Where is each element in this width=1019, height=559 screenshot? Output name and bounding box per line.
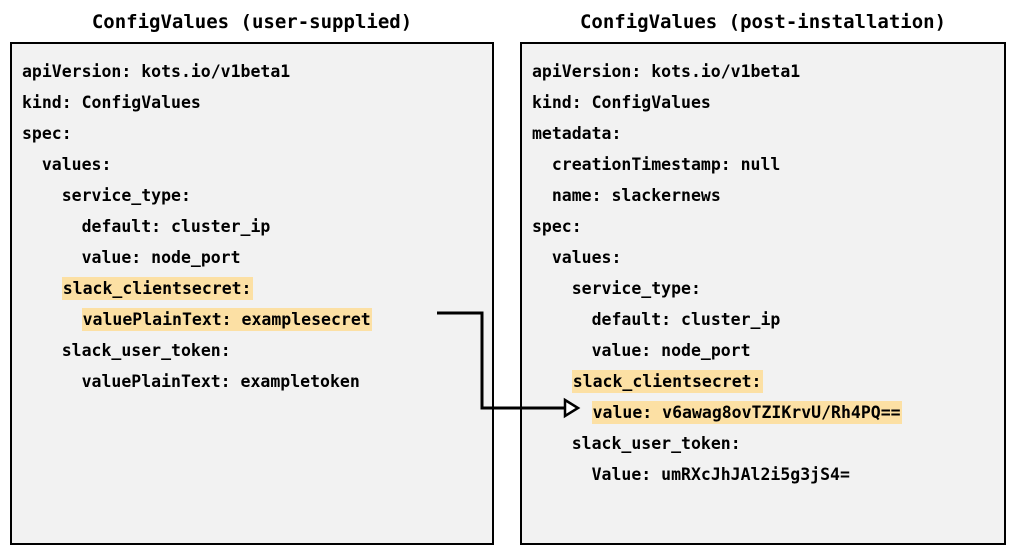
yaml-indent	[532, 279, 572, 298]
yaml-indent	[532, 372, 572, 391]
yaml-line: metadata:	[522, 118, 1004, 149]
yaml-line: value: node_port	[522, 335, 1004, 366]
yaml-indent	[532, 434, 572, 453]
yaml-line-text: kind: ConfigValues	[532, 93, 711, 112]
yaml-line-text: values:	[41, 155, 112, 174]
yaml-line-text: name: slackernews	[551, 186, 721, 205]
yaml-indent	[22, 341, 62, 360]
yaml-line-text: service_type:	[61, 186, 191, 205]
yaml-line: slack_clientsecret:	[522, 366, 1004, 397]
yaml-line: spec:	[12, 118, 492, 149]
yaml-line-highlighted: valuePlainText: examplesecret	[81, 308, 372, 331]
yaml-line: default: cluster_ip	[12, 211, 492, 242]
yaml-line: value: v6awag8ovTZIKrvU/Rh4PQ==	[522, 397, 1004, 428]
yaml-line-text: default: cluster_ip	[81, 217, 271, 236]
right-yaml-block: apiVersion: kots.io/v1beta1 kind: ConfigV…	[522, 44, 1004, 490]
yaml-line-text: slack_user_token:	[571, 434, 741, 453]
yaml-line-text: valuePlainText: exampletoken	[81, 372, 360, 391]
yaml-line-highlighted: slack_clientsecret:	[61, 277, 253, 300]
yaml-line: default: cluster_ip	[522, 304, 1004, 335]
yaml-line-text: apiVersion: kots.io/v1beta1	[22, 62, 291, 81]
yaml-line: kind: ConfigValues	[522, 87, 1004, 118]
right-panel-title: ConfigValues (post-installation)	[579, 11, 947, 33]
yaml-line: slack_user_token:	[12, 335, 492, 366]
left-panel-title: ConfigValues (user-supplied)	[91, 11, 413, 33]
yaml-indent	[532, 341, 592, 360]
yaml-indent	[532, 403, 592, 422]
yaml-line-text: apiVersion: kots.io/v1beta1	[532, 62, 801, 81]
yaml-line: apiVersion: kots.io/v1beta1	[522, 56, 1004, 87]
yaml-line: Value: umRXcJhJAl2i5g3jS4=	[522, 459, 1004, 490]
yaml-indent	[532, 186, 552, 205]
yaml-line-text: creationTimestamp: null	[551, 155, 781, 174]
yaml-line-text: metadata:	[532, 124, 622, 143]
yaml-indent	[532, 155, 552, 174]
yaml-indent	[532, 465, 592, 484]
yaml-line: values:	[522, 242, 1004, 273]
yaml-indent	[532, 248, 552, 267]
yaml-indent	[22, 217, 82, 236]
yaml-line: values:	[12, 149, 492, 180]
yaml-indent	[22, 186, 62, 205]
yaml-indent	[22, 372, 82, 391]
yaml-line-text: default: cluster_ip	[591, 310, 781, 329]
yaml-line-highlighted: value: v6awag8ovTZIKrvU/Rh4PQ==	[591, 401, 902, 424]
yaml-indent	[22, 248, 82, 267]
yaml-indent	[22, 155, 42, 174]
yaml-line-text: value: node_port	[591, 341, 751, 360]
yaml-line-text: values:	[551, 248, 622, 267]
yaml-line: name: slackernews	[522, 180, 1004, 211]
yaml-line: apiVersion: kots.io/v1beta1	[12, 56, 492, 87]
yaml-line: valuePlainText: examplesecret	[12, 304, 492, 335]
yaml-indent	[22, 279, 62, 298]
yaml-line: service_type:	[12, 180, 492, 211]
yaml-line-text: slack_user_token:	[61, 341, 231, 360]
yaml-line-text: service_type:	[571, 279, 701, 298]
yaml-line: value: node_port	[12, 242, 492, 273]
yaml-line: service_type:	[522, 273, 1004, 304]
yaml-line: spec:	[522, 211, 1004, 242]
yaml-line: valuePlainText: exampletoken	[12, 366, 492, 397]
yaml-line: creationTimestamp: null	[522, 149, 1004, 180]
yaml-indent	[532, 310, 592, 329]
yaml-indent	[22, 310, 82, 329]
yaml-line: kind: ConfigValues	[12, 87, 492, 118]
yaml-line-text: kind: ConfigValues	[22, 93, 201, 112]
left-config-panel: apiVersion: kots.io/v1beta1 kind: ConfigV…	[10, 42, 494, 545]
yaml-line-text: spec:	[532, 217, 582, 236]
right-config-panel: apiVersion: kots.io/v1beta1 kind: ConfigV…	[520, 42, 1006, 545]
yaml-line: slack_user_token:	[522, 428, 1004, 459]
yaml-line: slack_clientsecret:	[12, 273, 492, 304]
yaml-line-text: Value: umRXcJhJAl2i5g3jS4=	[591, 465, 850, 484]
yaml-line-text: spec:	[22, 124, 72, 143]
yaml-line-highlighted: slack_clientsecret:	[571, 370, 763, 393]
yaml-line-text: value: node_port	[81, 248, 241, 267]
left-yaml-block: apiVersion: kots.io/v1beta1 kind: ConfigV…	[12, 44, 492, 397]
